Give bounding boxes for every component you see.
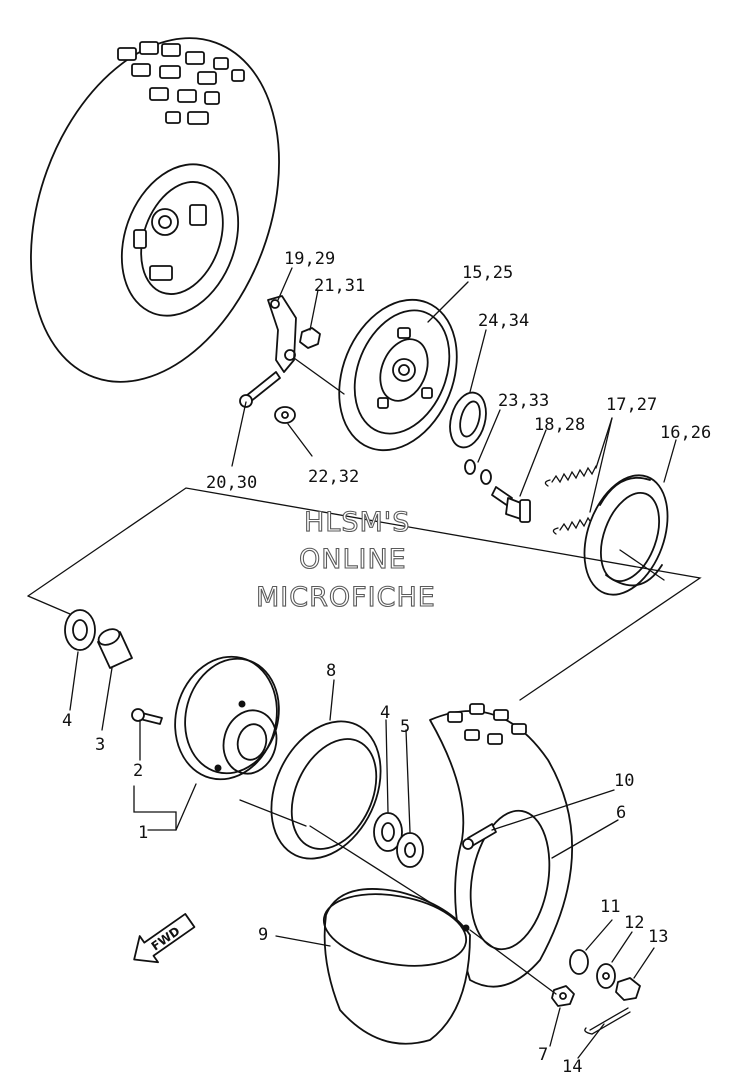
callout-11: 11 — [600, 897, 620, 917]
nut-7 — [551, 985, 575, 1007]
callout-23-33: 23,33 — [498, 391, 549, 411]
callout-15-25: 15,25 — [462, 263, 513, 283]
callout-5: 5 — [400, 717, 410, 737]
callout-22-32: 22,32 — [308, 467, 359, 487]
brake-drum-hub-1 — [174, 655, 280, 781]
callout-labels: 19,29 21,31 15,25 24,34 23,33 17,27 18,2… — [62, 249, 711, 1077]
watermark-line-3: MICROFICHE — [256, 582, 436, 613]
washer-22-32 — [274, 406, 296, 424]
spacer-3 — [97, 628, 133, 669]
bolt-20-30 — [239, 371, 281, 408]
bearing-4-right — [373, 812, 403, 852]
callout-21-31: 21,31 — [314, 276, 365, 296]
nut-21-31 — [299, 327, 321, 349]
watermark-line-1: HLSM'S — [304, 507, 410, 538]
cotter-pin-14 — [584, 1007, 631, 1035]
fwd-arrow-icon: FWD — [133, 913, 196, 964]
brake-cam-lever — [267, 295, 297, 373]
leader-lines — [27, 267, 702, 1059]
callout-1: 1 — [138, 823, 148, 843]
callout-12: 12 — [624, 913, 644, 933]
washer-12 — [596, 963, 616, 989]
wheel-half-9 — [322, 888, 471, 1045]
bolt-2 — [131, 708, 163, 725]
tread-blocks — [117, 41, 245, 125]
callout-24-34: 24,34 — [478, 311, 529, 331]
wheel-half-6 — [429, 703, 574, 988]
callout-17-27: 17,27 — [606, 395, 657, 415]
watermark: HLSM'S ONLINE MICROFICHE — [255, 506, 436, 613]
callout-10: 10 — [614, 771, 634, 791]
brake-shoes-16-26 — [583, 474, 669, 596]
brake-panel — [338, 298, 458, 452]
callout-14: 14 — [562, 1057, 582, 1077]
callout-6: 6 — [616, 803, 626, 823]
o-rings-23-33 — [464, 459, 492, 485]
rim-band-8 — [270, 720, 382, 860]
callout-8: 8 — [326, 661, 336, 681]
camshaft-18-28 — [491, 486, 531, 523]
bearing-4-left — [64, 609, 96, 651]
callout-4-left: 4 — [62, 711, 72, 731]
callout-4-right: 4 — [380, 703, 390, 723]
castle-nut-13 — [615, 977, 641, 1001]
collar-11 — [569, 949, 589, 975]
callout-9: 9 — [258, 925, 268, 945]
callout-7: 7 — [538, 1045, 548, 1065]
callout-20-30: 20,30 — [206, 473, 257, 493]
assembled-wheel — [30, 37, 280, 383]
callout-2: 2 — [133, 761, 143, 781]
callout-13: 13 — [648, 927, 668, 947]
watermark-line-2: ONLINE — [299, 544, 407, 575]
callout-16-26: 16,26 — [660, 423, 711, 443]
seal-5 — [396, 832, 424, 868]
callout-18-28: 18,28 — [534, 415, 585, 435]
callout-3: 3 — [95, 735, 105, 755]
oil-seal-24-34 — [449, 391, 487, 449]
callout-19-29: 19,29 — [284, 249, 335, 269]
